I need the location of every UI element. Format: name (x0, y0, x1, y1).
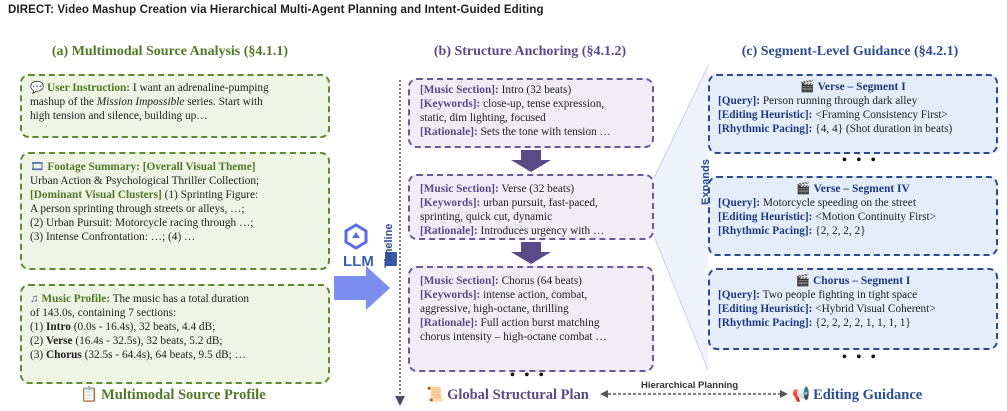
multimodal-source-profile-label: 📋Multimodal Source Profile (80, 387, 266, 403)
panel-c-ellipsis-2: • • • (842, 350, 879, 365)
llm-logo-icon (344, 223, 368, 250)
film-frame-icon: 🎞 (30, 161, 45, 173)
panel-a-header: (a) Multimodal Source Analysis (§4.1.1) (51, 44, 289, 59)
footage-summary-box: 🎞Footage Summary: [Overall Visual Theme]… (20, 152, 330, 270)
guidance-chorus-segment-1: 🎬Chorus – Segment I [Query]: Two people … (708, 268, 998, 350)
clapperboard-icon: 🎬 (795, 275, 810, 287)
panel-c-ellipsis-1: • • • (842, 153, 879, 168)
global-structural-plan-label: 📜Global Structural Plan (426, 387, 589, 403)
music-note-icon: ♫ (30, 293, 39, 305)
llm-arrow (334, 266, 390, 310)
expand-fan (654, 66, 708, 370)
user-instruction-box: 💬User Instruction: I want an adrenaline-… (20, 74, 330, 138)
hier-arrow-right (780, 390, 788, 398)
down-arrow-1 (511, 150, 551, 172)
figure-title: DIRECT: Video Mashup Creation via Hierar… (8, 4, 544, 16)
editing-guidance-label: 📢Editing Guidance (792, 387, 923, 403)
structure-box-chorus: [Music Section]: Chorus (64 beats) [Keyw… (408, 266, 654, 372)
fan-edge-bottom (653, 235, 709, 371)
hier-arrow-left (600, 390, 608, 398)
panel-b-header: (b) Structure Anchoring (§4.1.2) (433, 44, 627, 59)
speech-bubble-icon: 💬 (30, 82, 45, 94)
clapperboard-icon: 🎬 (800, 81, 815, 93)
guidance-verse-segment-4: 🎬Verse – Segment IV [Query]: Motorcycle … (708, 176, 998, 256)
clapperboard-icon: 🎬 (796, 183, 811, 195)
llm-label: LLM (343, 253, 374, 270)
structure-box-verse: [Music Section]: Verse (32 beats) [Keywo… (408, 174, 654, 240)
film-icon (385, 252, 397, 266)
scroll-icon: 📜 (426, 387, 445, 403)
megaphone-icon: 📢 (792, 387, 811, 403)
timeline-label: Timeline (383, 223, 395, 268)
music-profile-box: ♫Music Profile: The music has a total du… (20, 284, 330, 384)
panel-b-ellipsis: • • • (510, 368, 547, 383)
down-arrow-2 (511, 242, 551, 264)
timeline-arrowhead (395, 396, 405, 406)
structure-box-intro: [Music Section]: Intro (32 beats) [Keywo… (408, 78, 654, 148)
clipboard-icon: 📋 (80, 387, 99, 403)
panel-c-header: (c) Segment-Level Guidance (§4.2.1) (741, 44, 959, 59)
hierarchical-planning-label: Hierarchical Planning (641, 380, 739, 391)
guidance-verse-segment-1: 🎬Verse – Segment I [Query]: Person runni… (708, 74, 998, 154)
fan-edge-top (653, 65, 709, 179)
